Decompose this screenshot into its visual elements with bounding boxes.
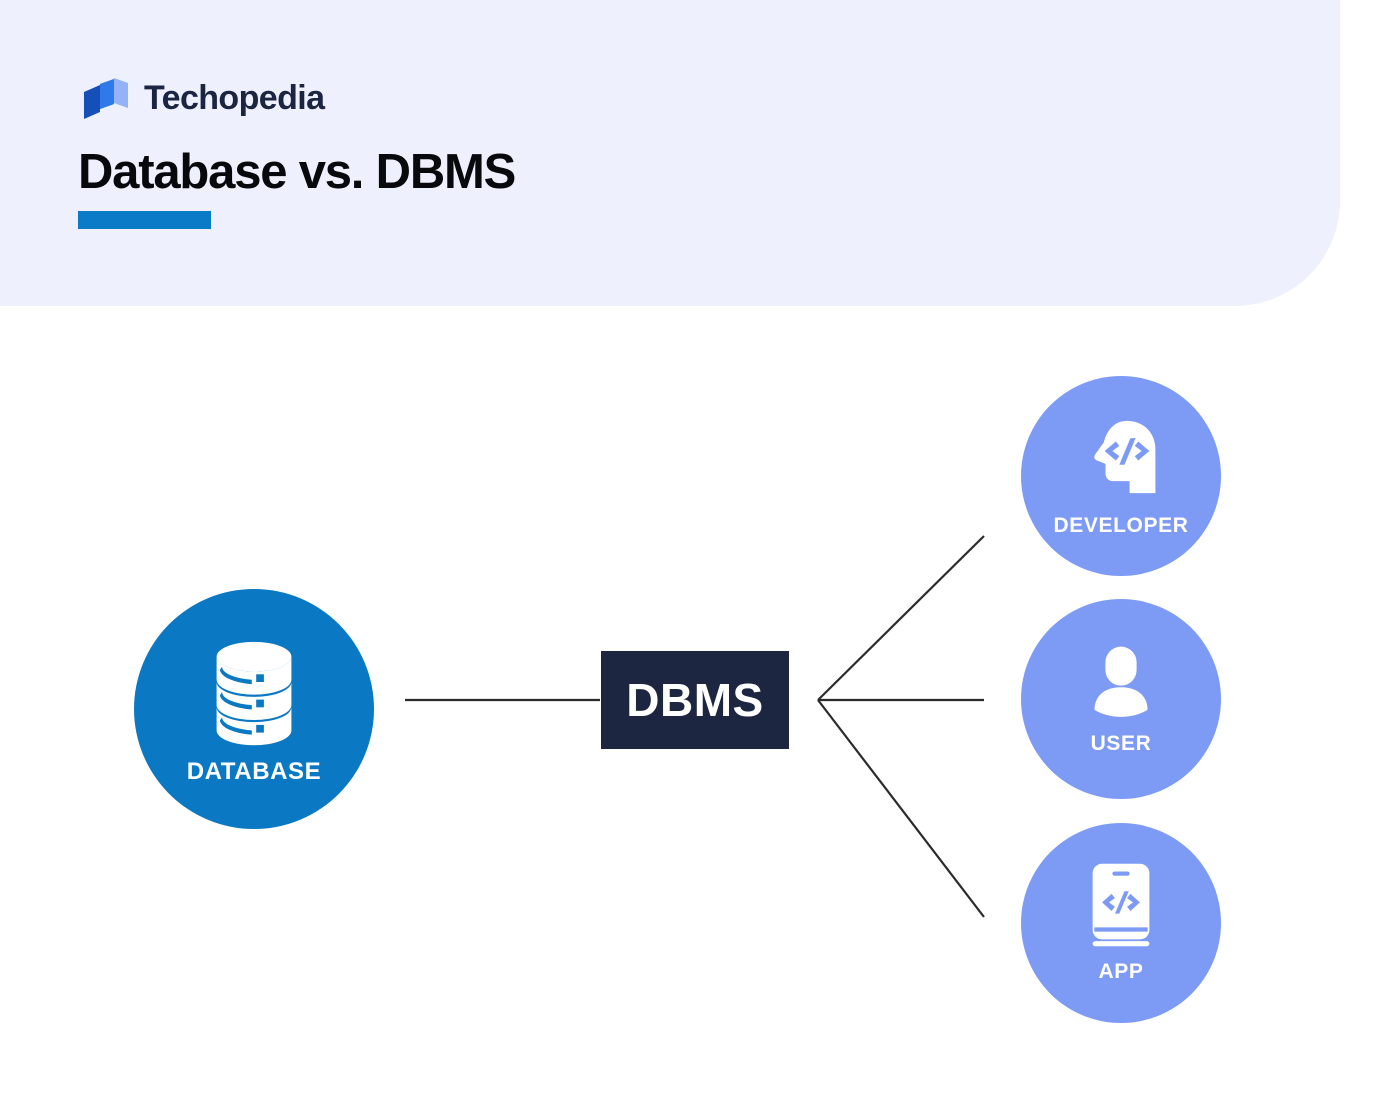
node-database-label: DATABASE	[186, 758, 322, 785]
node-dbms[interactable]: DBMS	[601, 651, 789, 749]
brand-name: Techopedia	[144, 79, 325, 117]
person-icon	[1094, 646, 1148, 717]
node-user-label: USER	[1090, 732, 1152, 755]
title-accent-bar	[78, 211, 211, 229]
node-developer[interactable]: DEVELOPER	[1021, 376, 1221, 576]
brand: Techopedia	[78, 72, 325, 124]
node-developer-label: DEVELOPER	[1053, 514, 1189, 537]
diagram-canvas: DATABASE DBMS DEVELOPER USER	[0, 306, 1390, 1096]
node-user[interactable]: USER	[1021, 599, 1221, 799]
head-code-icon	[1094, 420, 1156, 494]
node-app-label: APP	[1098, 960, 1144, 983]
node-database[interactable]: DATABASE	[134, 589, 374, 829]
database-cylinder-icon	[216, 641, 292, 746]
phone-code-icon	[1092, 863, 1150, 947]
connector-lines	[405, 535, 985, 918]
techopedia-cards-logo-icon	[84, 78, 128, 119]
node-app[interactable]: APP	[1021, 823, 1221, 1023]
header-panel: Techopedia Database vs. DBMS	[0, 0, 1340, 306]
page-title: Database vs. DBMS	[78, 145, 516, 199]
node-dbms-label: DBMS	[626, 674, 764, 726]
